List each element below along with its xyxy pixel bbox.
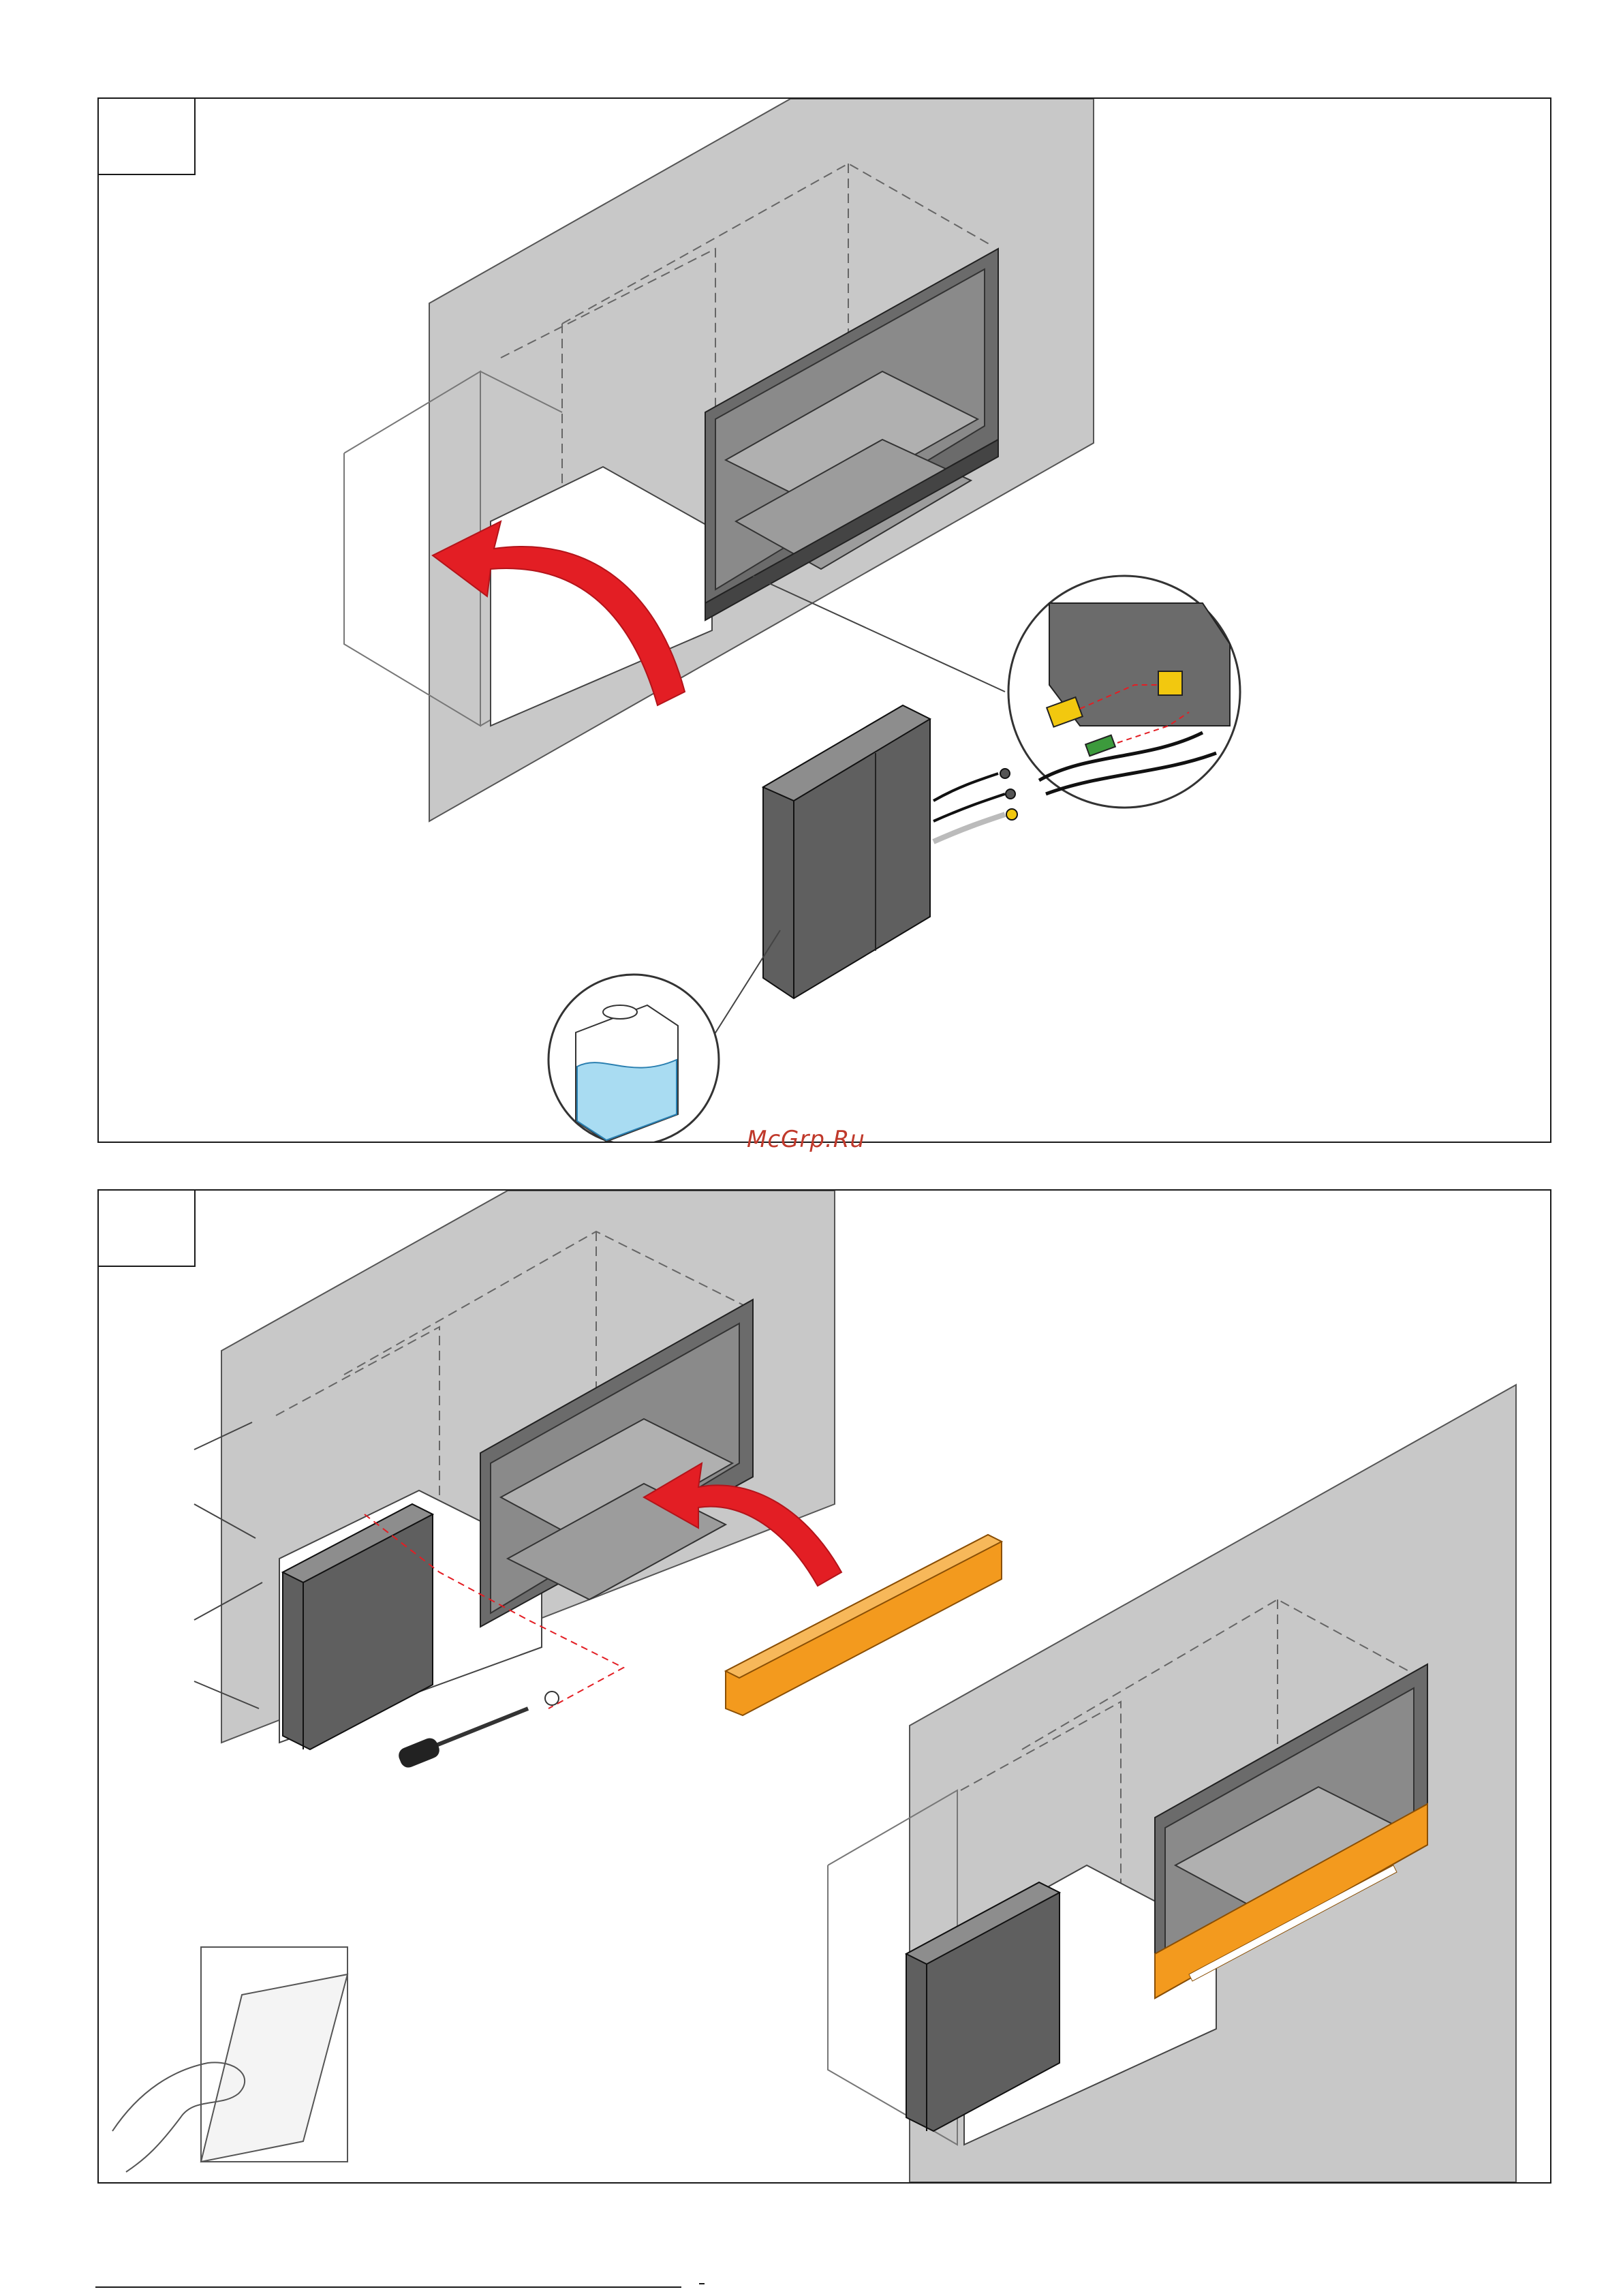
step-1-panel — [97, 97, 1551, 1143]
step-2-illustration — [99, 1191, 1550, 2182]
screwdriver-icon — [397, 1692, 559, 1770]
connection-detail-circle — [1008, 576, 1240, 808]
orange-trim-piece — [726, 1535, 1002, 1715]
step-1-illustration — [99, 99, 1550, 1142]
peel-film-icon — [112, 1947, 347, 2172]
footer-mark — [699, 2283, 705, 2284]
control-box — [763, 705, 1017, 998]
detail-leader-line — [753, 576, 1005, 692]
watermark-text: McGrp.Ru — [747, 1126, 865, 1153]
footer-rule — [95, 2286, 681, 2288]
step-2-panel — [97, 1189, 1551, 2184]
water-tank-detail-circle — [548, 975, 719, 1142]
